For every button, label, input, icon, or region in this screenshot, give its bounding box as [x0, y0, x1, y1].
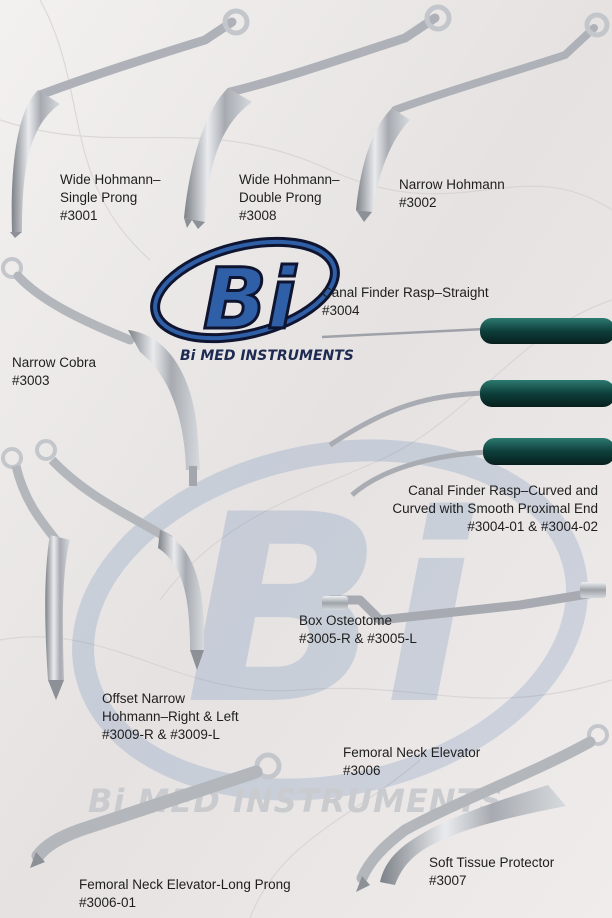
label-line: Wide Hohmann–: [60, 172, 161, 187]
label-code: #3002: [399, 195, 437, 210]
wide-hohmann-double-prong-image: [184, 4, 452, 229]
soft-tissue-protector-image: [380, 785, 566, 885]
brand-name: Bi MED INSTRUMENTS: [180, 348, 354, 364]
label-line: Narrow Hohmann: [399, 177, 505, 192]
label-code: #3004-01 & #3004-02: [467, 519, 598, 534]
label-line: Single Prong: [60, 190, 138, 205]
femoral-neck-elevator-image: [356, 724, 609, 892]
label-code: #3005-R & #3005-L: [299, 631, 417, 646]
label-canal-finder-curved: Canal Finder Rasp–Curved and Curved with…: [392, 482, 598, 536]
label-code: #3008: [239, 208, 277, 223]
label-box-osteotome: Box Osteotome #3005-R & #3005-L: [299, 612, 417, 648]
label-line: Femoral Neck Elevator-Long Prong: [79, 877, 291, 892]
femoral-neck-elevator-long-prong-image: [30, 752, 282, 868]
label-line: Curved with Smooth Proximal End: [392, 501, 598, 516]
label-narrow-hohmann: Narrow Hohmann #3002: [399, 176, 505, 212]
svg-text:Bi: Bi: [203, 250, 297, 348]
label-wide-hohmann-double: Wide Hohmann– Double Prong #3008: [239, 171, 340, 225]
label-wide-hohmann-single: Wide Hohmann– Single Prong #3001: [60, 171, 161, 225]
label-soft-tissue-protector: Soft Tissue Protector #3007: [429, 854, 554, 890]
label-line: Canal Finder Rasp–Curved and: [408, 483, 598, 498]
label-canal-finder-straight: Canal Finder Rasp–Straight #3004: [322, 284, 489, 320]
label-code: #3003: [12, 373, 50, 388]
narrow-hohmann-image: [356, 12, 610, 222]
label-line: Hohmann–Right & Left: [102, 709, 239, 724]
label-femoral-neck-elevator: Femoral Neck Elevator #3006: [343, 744, 480, 780]
narrow-cobra-image: [1, 257, 200, 486]
brand-logo: Bi: [150, 236, 340, 350]
label-code: #3004: [322, 303, 360, 318]
offset-narrow-hohmann-image: [1, 439, 205, 700]
label-line: Narrow Cobra: [12, 355, 97, 370]
canal-finder-rasp-straight-image: [321, 318, 612, 344]
label-line: Offset Narrow: [102, 691, 186, 706]
label-line: Double Prong: [239, 190, 322, 205]
label-line: Soft Tissue Protector: [429, 855, 555, 870]
label-code: #3006-01: [79, 895, 137, 910]
box-osteotome-image: [322, 582, 606, 625]
canal-finder-rasp-curved-image: [328, 380, 612, 497]
label-line: Wide Hohmann–: [239, 172, 340, 187]
label-offset-narrow-hohmann: Offset Narrow Hohmann–Right & Left #3009…: [102, 690, 239, 744]
label-line: Femoral Neck Elevator: [343, 745, 481, 760]
label-code: #3006: [343, 763, 381, 778]
label-code: #3007: [429, 873, 467, 888]
label-narrow-cobra: Narrow Cobra #3003: [12, 354, 96, 390]
label-line: Box Osteotome: [299, 613, 393, 628]
label-line: Canal Finder Rasp–Straight: [322, 285, 489, 300]
label-code: #3009-R & #3009-L: [102, 727, 220, 742]
label-code: #3001: [60, 208, 98, 223]
label-femoral-neck-elevator-long: Femoral Neck Elevator-Long Prong #3006-0…: [79, 876, 291, 912]
wide-hohmann-single-prong-image: [10, 8, 250, 238]
